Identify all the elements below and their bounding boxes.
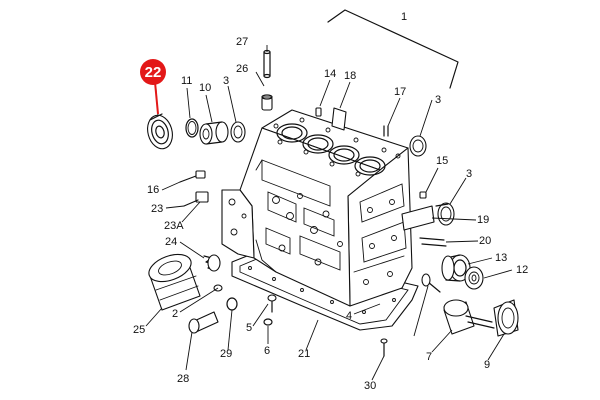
callout-2: 2 (172, 308, 178, 320)
part-30-screw (380, 338, 388, 357)
part-5-bolt (267, 294, 277, 313)
part-10-bearing (199, 121, 229, 145)
callout-7: 7 (426, 351, 432, 363)
part-29-o-ring (226, 297, 238, 311)
callout-25: 25 (133, 324, 145, 336)
callout-9: 9 (484, 359, 490, 371)
part-23-fitting (183, 191, 209, 207)
callout-3-top-right: 3 (435, 94, 441, 106)
part-20-plate (419, 237, 447, 247)
callout-1: 1 (401, 11, 407, 23)
part-3-bushing-right (435, 202, 455, 226)
callout-12: 12 (516, 264, 528, 276)
callout-18: 18 (344, 70, 356, 82)
callout-10: 10 (199, 82, 211, 94)
callout-23a: 23A (164, 220, 184, 232)
callout-13: 13 (495, 252, 507, 264)
part-22-oil-seal (147, 113, 173, 150)
part-13-bearing (441, 254, 471, 282)
callout-24: 24 (165, 236, 177, 248)
part-8-stud (421, 273, 441, 293)
highlight-badge (140, 59, 166, 85)
callout-labels: 1 27 26 14 18 11 10 3 17 3 15 3 16 23 23… (133, 11, 528, 392)
highlighted-callout-22: 22 (140, 59, 166, 115)
callout-30: 30 (364, 380, 376, 392)
part-15-pin (419, 191, 427, 199)
part-17-rod (383, 125, 389, 137)
part-14-pin (315, 107, 322, 117)
callout-3-left: 3 (223, 75, 229, 87)
part-18-plate (331, 107, 347, 131)
callout-21: 21 (298, 348, 310, 360)
callout-19: 19 (477, 214, 489, 226)
callout-27: 27 (236, 36, 248, 48)
callout-20: 20 (479, 235, 491, 247)
callout-15: 15 (436, 155, 448, 167)
callout-28: 28 (177, 373, 189, 385)
part-9-sleeve (493, 299, 519, 337)
part-6-washer (263, 318, 273, 326)
part-12-gear (464, 266, 484, 290)
callout-4: 4 (346, 310, 352, 322)
callout-5: 5 (246, 322, 252, 334)
engine-block (221, 109, 413, 307)
part-19-gasket (401, 205, 435, 231)
part-26-sleeve (261, 94, 273, 111)
part-3-bushing-left (230, 121, 246, 143)
callout-14: 14 (324, 68, 336, 80)
callout-11: 11 (181, 75, 192, 87)
part-16-pin (179, 170, 206, 183)
callout-16: 16 (147, 184, 159, 196)
part-24-spring (203, 254, 221, 272)
callout-3-right: 3 (466, 168, 472, 180)
callout-23: 23 (151, 203, 163, 215)
callout-6: 6 (264, 345, 270, 357)
highlight-label: 22 (145, 64, 162, 81)
part-25-oil-filter (148, 253, 201, 311)
part-7-piston (443, 299, 495, 335)
leader-lines (145, 45, 513, 381)
highlight-leader (154, 81, 159, 115)
part-28-drain-plug (188, 311, 219, 334)
part-1-bracket (327, 9, 459, 89)
part-27-bolt (263, 49, 271, 79)
callout-29: 29 (220, 348, 232, 360)
part-11-o-ring (185, 118, 199, 138)
callout-26: 26 (236, 63, 248, 75)
callout-17: 17 (394, 86, 406, 98)
part-3-bushing-top-right (409, 135, 427, 157)
